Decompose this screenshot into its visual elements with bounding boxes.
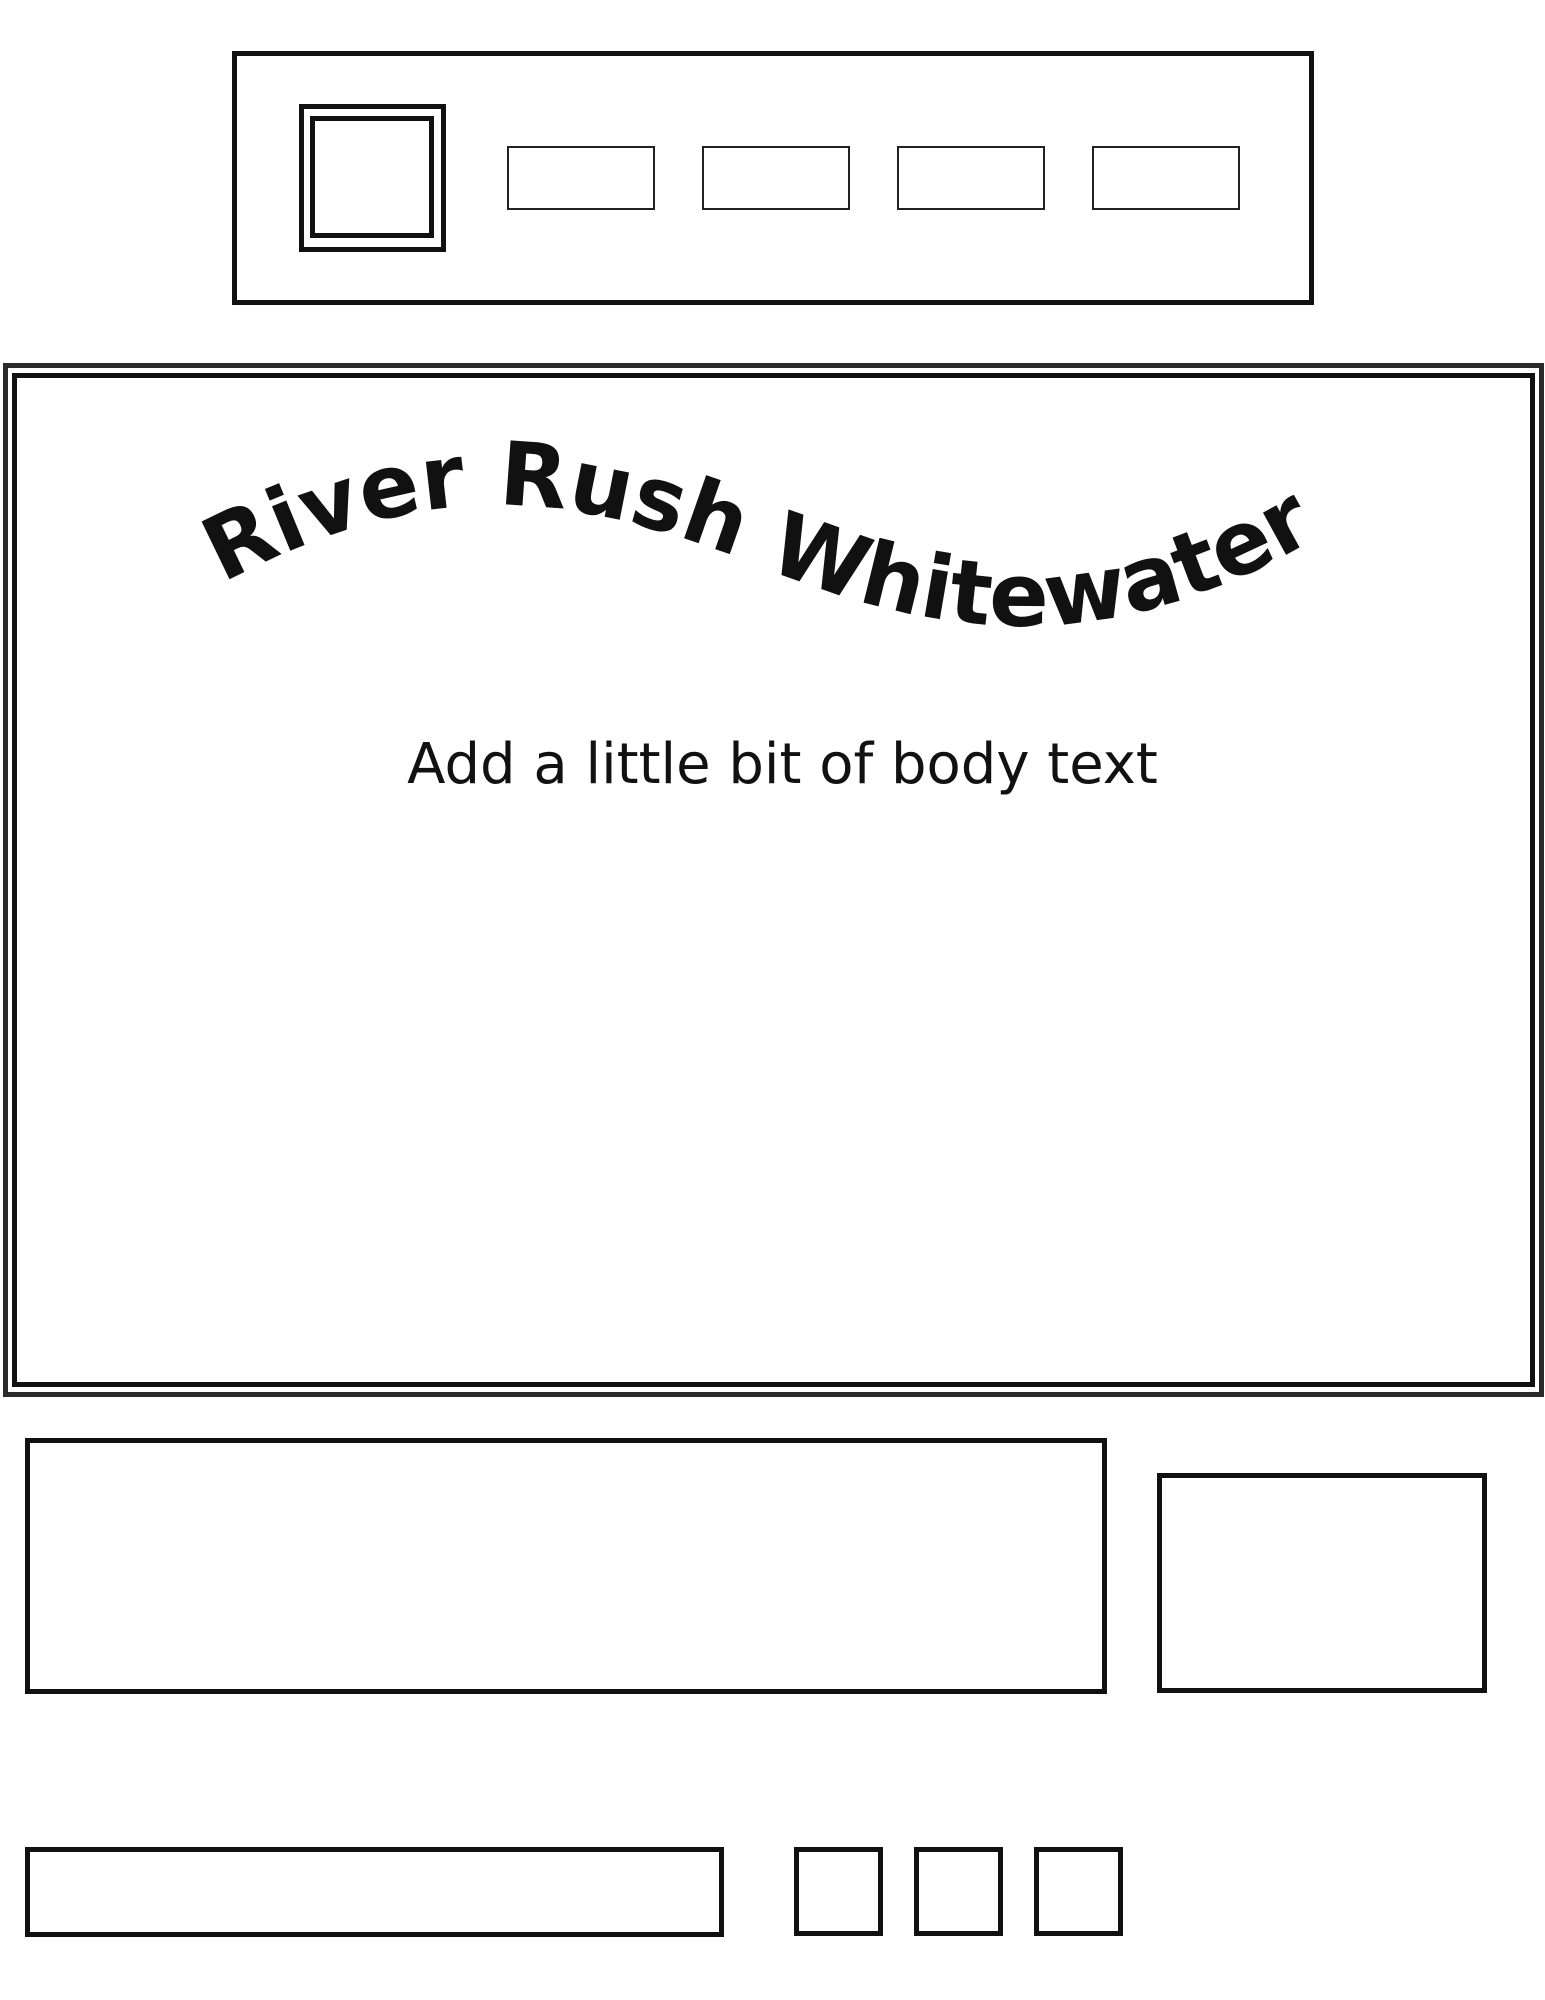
hero-title-text: River Rush Whitewater bbox=[187, 422, 1329, 648]
logo-placeholder[interactable] bbox=[299, 104, 446, 252]
footer-icon-1[interactable] bbox=[794, 1847, 883, 1936]
hero-title: River Rush Whitewater bbox=[187, 422, 1329, 648]
logo-placeholder-inner bbox=[310, 116, 434, 238]
nav-item-4[interactable] bbox=[1092, 146, 1240, 210]
hero-frame-inner bbox=[12, 373, 1535, 1387]
hero-frame bbox=[3, 363, 1544, 1397]
content-block-small bbox=[1157, 1473, 1487, 1693]
footer-icon-3[interactable] bbox=[1034, 1847, 1123, 1936]
footer-bar bbox=[25, 1847, 724, 1937]
header-frame bbox=[232, 51, 1314, 305]
nav-item-3[interactable] bbox=[897, 146, 1045, 210]
content-block-wide bbox=[25, 1438, 1107, 1694]
nav-item-2[interactable] bbox=[702, 146, 850, 210]
hero-title-path-text: River Rush Whitewater bbox=[187, 422, 1329, 648]
hero-body-text: Add a little bit of body text bbox=[407, 732, 1158, 797]
nav-item-1[interactable] bbox=[507, 146, 655, 210]
footer-icon-2[interactable] bbox=[914, 1847, 1003, 1936]
